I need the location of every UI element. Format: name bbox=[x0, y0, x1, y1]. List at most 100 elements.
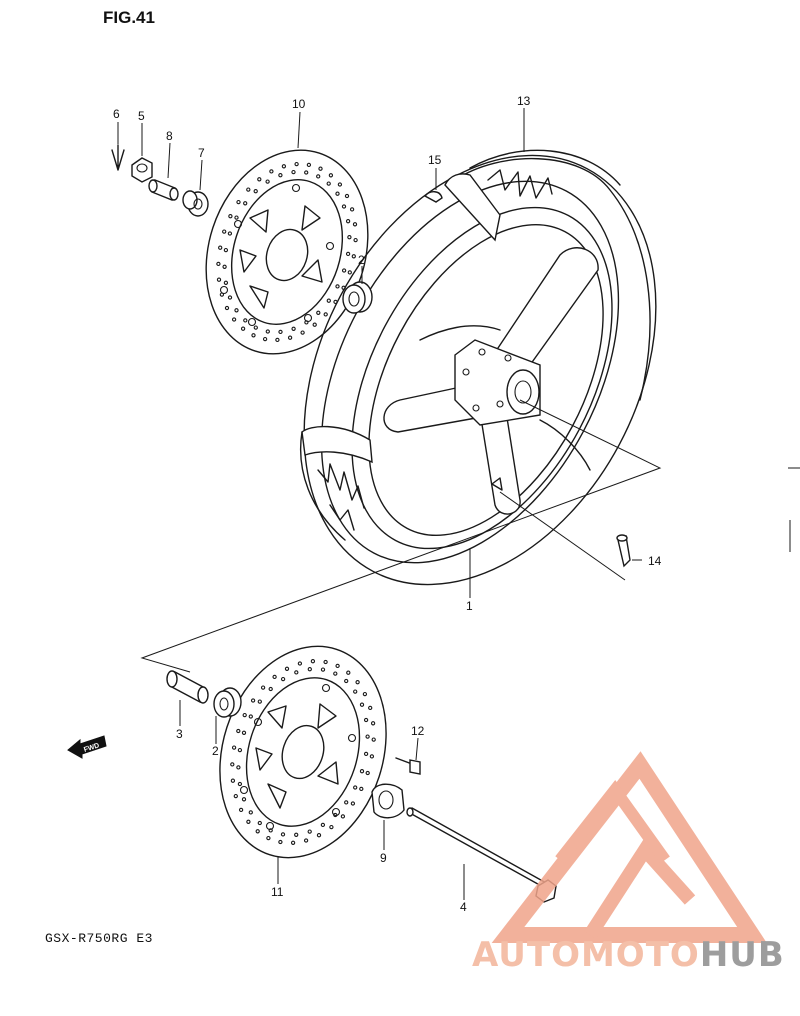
disc-center-bore bbox=[265, 228, 309, 282]
hub-bearing-seat bbox=[506, 369, 540, 415]
drill-hole bbox=[269, 169, 274, 174]
disc-rivet bbox=[219, 285, 229, 295]
carrier-window bbox=[239, 249, 257, 273]
bearing-face bbox=[213, 690, 235, 718]
drill-hole bbox=[275, 337, 280, 343]
drill-hole bbox=[341, 204, 347, 209]
drill-hole bbox=[222, 264, 227, 269]
watermark: AUTOMOTOHUB bbox=[472, 751, 785, 975]
drill-hole bbox=[363, 751, 369, 757]
drill-hole bbox=[255, 829, 260, 834]
disc-center-bore bbox=[281, 724, 325, 780]
drill-hole bbox=[347, 270, 352, 275]
drill-hole bbox=[345, 219, 351, 224]
callout-2-lower: 2 bbox=[212, 744, 219, 758]
tread-pattern bbox=[317, 463, 365, 509]
drill-hole bbox=[304, 170, 309, 175]
drill-hole bbox=[318, 166, 323, 171]
drill-hole bbox=[248, 810, 253, 815]
carrier-window bbox=[267, 783, 287, 809]
drill-hole bbox=[278, 329, 283, 335]
drill-hole bbox=[349, 207, 355, 212]
drill-hole bbox=[224, 305, 230, 311]
watermark-logo bbox=[491, 751, 767, 943]
spacer-end bbox=[148, 179, 158, 193]
drill-hole bbox=[280, 676, 286, 682]
tread-pattern bbox=[329, 504, 355, 531]
drill-hole bbox=[344, 800, 349, 805]
brake-disc-upper bbox=[205, 149, 369, 355]
nut-hex bbox=[131, 157, 153, 183]
drill-hole bbox=[237, 781, 243, 787]
drill-hole bbox=[227, 295, 233, 300]
drill-hole bbox=[251, 333, 256, 338]
drill-hole bbox=[268, 686, 273, 692]
drill-hole bbox=[231, 317, 237, 322]
drill-hole bbox=[359, 786, 364, 792]
axle-spacer bbox=[148, 179, 179, 201]
spoke-lower bbox=[479, 404, 521, 515]
bearing-face bbox=[342, 284, 366, 314]
callout-3: 3 bbox=[176, 727, 183, 741]
drill-hole bbox=[238, 807, 244, 813]
drill-hole bbox=[316, 174, 321, 179]
tyre-cutaway-top bbox=[444, 173, 501, 242]
axle-collar bbox=[371, 783, 405, 819]
callout-15: 15 bbox=[428, 153, 442, 167]
axle-shaft bbox=[411, 807, 549, 885]
drill-hole bbox=[234, 215, 239, 220]
drill-hole bbox=[345, 251, 351, 257]
axle-tip bbox=[406, 807, 414, 817]
drill-hole bbox=[352, 222, 358, 227]
drill-hole bbox=[323, 312, 328, 317]
drill-hole bbox=[346, 670, 351, 675]
drill-hole bbox=[369, 754, 375, 759]
callout-12: 12 bbox=[411, 724, 425, 738]
spacer-end bbox=[166, 670, 178, 688]
spacer-collar bbox=[182, 190, 209, 217]
drill-hole bbox=[294, 670, 299, 675]
drill-hole bbox=[362, 691, 368, 697]
model-code: GSX-R750RG E3 bbox=[45, 931, 153, 946]
tyre-cutaway-left bbox=[301, 425, 373, 464]
drill-hole bbox=[353, 689, 358, 694]
disc-rivet bbox=[325, 241, 335, 251]
disc-rivet bbox=[331, 807, 341, 817]
drill-hole bbox=[316, 833, 322, 838]
hub-bolt-hole bbox=[496, 400, 504, 408]
drill-hole bbox=[246, 187, 251, 192]
collar-bore bbox=[378, 790, 394, 810]
hub-bolt-hole bbox=[472, 404, 480, 412]
drill-hole bbox=[228, 214, 233, 219]
drill-hole bbox=[236, 765, 241, 770]
fwd-label: FWD bbox=[83, 742, 100, 754]
disc-rivet bbox=[233, 219, 243, 229]
drill-hole bbox=[326, 298, 331, 303]
carrier-window bbox=[267, 705, 287, 729]
drill-hole bbox=[335, 284, 340, 289]
drill-hole bbox=[353, 785, 358, 790]
figure-title: FIG.41 bbox=[103, 8, 155, 27]
drill-hole bbox=[241, 797, 247, 802]
disc-bolt bbox=[395, 757, 421, 775]
disc-rivet bbox=[321, 683, 331, 693]
disc-rivet bbox=[291, 183, 301, 193]
leader-lines bbox=[117, 108, 642, 900]
tyre-cutaway-edge bbox=[299, 431, 346, 541]
watermark-text-secondary: HUB bbox=[700, 935, 785, 975]
spoke-window-edge bbox=[539, 419, 591, 471]
wheel-bearing-upper bbox=[342, 281, 373, 314]
drill-hole bbox=[230, 778, 236, 783]
drill-hole bbox=[281, 164, 287, 169]
callout-11: 11 bbox=[271, 885, 284, 899]
drill-hole bbox=[326, 181, 331, 186]
drill-hole bbox=[353, 237, 358, 243]
callout-7: 7 bbox=[198, 146, 205, 160]
collar-bore bbox=[193, 198, 203, 210]
callout-labels: 6 5 8 7 10 2 13 15 14 1 3 2 12 9 4 11 bbox=[113, 94, 662, 914]
drill-hole bbox=[253, 325, 258, 330]
carrier-window bbox=[317, 703, 337, 729]
rim-outer bbox=[351, 206, 613, 550]
bearing-bore bbox=[219, 697, 229, 711]
drill-hole bbox=[351, 254, 356, 259]
